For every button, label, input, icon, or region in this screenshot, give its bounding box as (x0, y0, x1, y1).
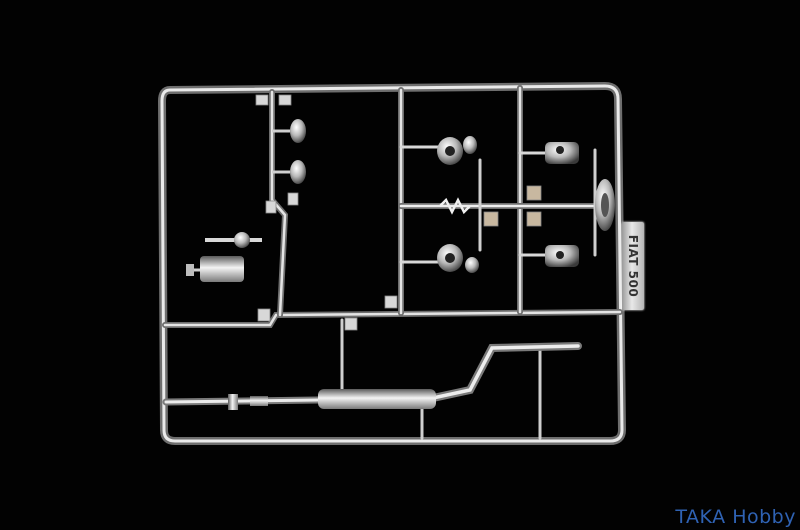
sprue-runners (162, 85, 623, 440)
mechanical-parts (437, 136, 615, 273)
sprue-label-tag: FIAT 500 (622, 222, 644, 310)
muffler-part (318, 389, 436, 409)
watermark-text: TAKA Hobby (675, 506, 796, 528)
sprue-tabs (255, 94, 542, 331)
exhaust-part (162, 342, 582, 410)
small-chrome-parts (272, 119, 306, 184)
engine-part-left (186, 232, 262, 282)
sprue-frame (157, 81, 627, 445)
sprue-label-text: FIAT 500 (626, 234, 640, 298)
